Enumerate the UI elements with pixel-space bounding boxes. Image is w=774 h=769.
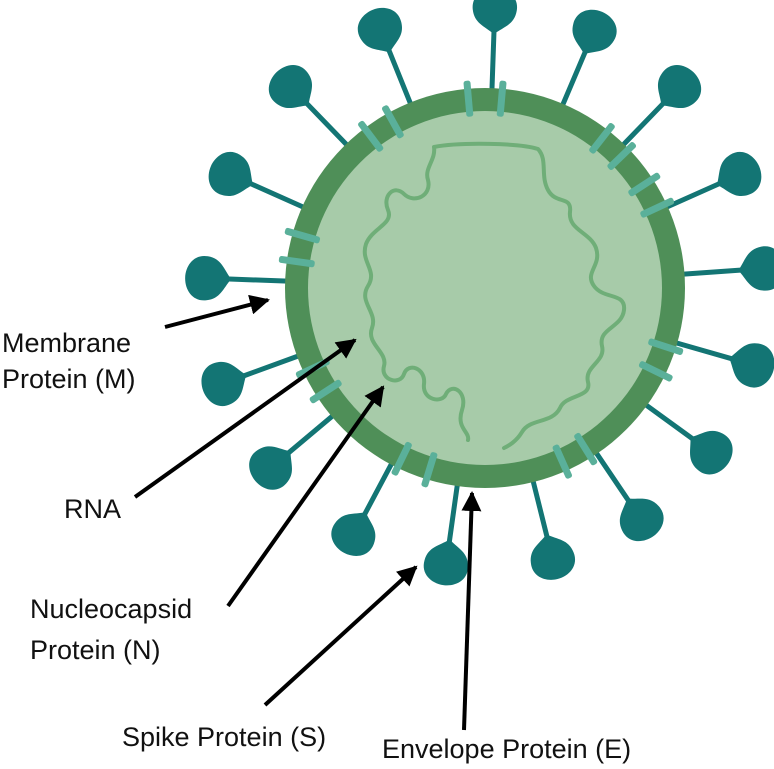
viral-interior [308,111,662,465]
arrow-rna [133,338,357,499]
spike-protein-icon [470,0,518,95]
rna-label: RNA [64,494,121,524]
rna-strand-icon [362,141,627,450]
arrow-membrane [164,294,270,329]
membrane-protein-label-line1: Membrane [2,328,131,358]
arrow-spike [263,565,418,707]
spike-protein-label: Spike Protein (S) [122,722,326,752]
envelope-protein-label: Envelope Protein (E) [382,734,631,764]
spike-protein-icon [195,334,310,412]
spike-protein-icon [665,320,774,392]
membrane-protein-label-line2: Protein (M) [2,364,136,394]
spike-protein-icon [184,255,291,303]
nucleocapsid-label-line1: Nucleocapsid [30,594,192,624]
spike-protein-icon [510,471,579,585]
arrow-envelope [461,491,482,731]
nucleocapsid-label-line2: Protein (N) [30,635,161,665]
arrow-group [133,294,482,731]
arrow-nucleocapsid [226,385,385,608]
spike-protein-icon [677,245,774,297]
